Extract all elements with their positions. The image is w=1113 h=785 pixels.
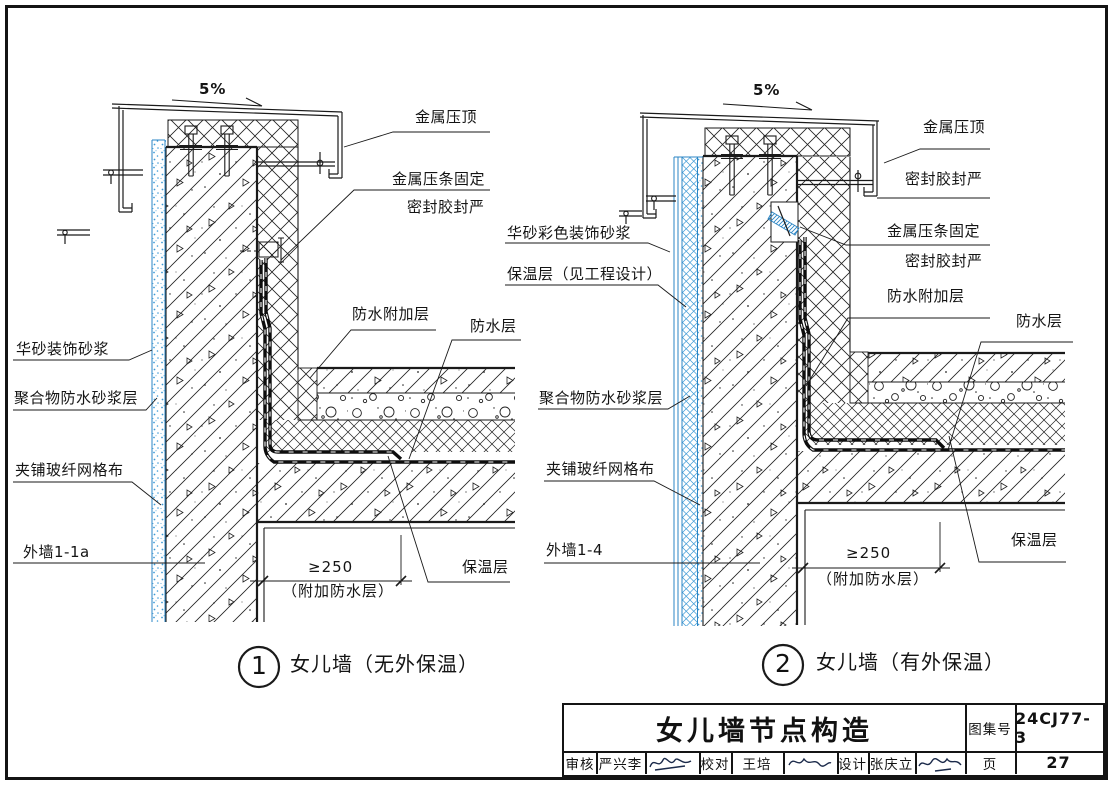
label-metal-coping-1: 金属压顶 <box>415 108 478 126</box>
label-wall-type-2: 外墙1-4 <box>546 541 603 559</box>
title-block-divider <box>965 705 967 774</box>
title-block-divider <box>699 751 701 774</box>
dimension-note-1: （附加防水层） <box>282 582 395 600</box>
signature-scribble <box>918 757 962 772</box>
label-sealant-1: 密封胶封严 <box>407 198 485 216</box>
label-polymer-mortar-1: 聚合物防水砂浆层 <box>14 389 139 407</box>
label-mesh-2: 夹铺玻纤网格布 <box>546 460 655 478</box>
slope-label-1: 5% <box>199 80 227 98</box>
proof-label: 校对 <box>700 756 730 773</box>
label-batten-fix-2: 金属压条固定 <box>887 222 981 240</box>
detail-caption-2: 女儿墙（有外保温） <box>816 650 1005 674</box>
designer-name: 张庆立 <box>869 756 914 773</box>
label-wp-additional-2: 防水附加层 <box>887 287 965 305</box>
signature-scribble <box>788 757 832 767</box>
label-waterproof-1: 防水层 <box>470 317 517 335</box>
sheet-title: 女儿墙节点构造 <box>656 715 873 747</box>
label-sealant-top-2: 密封胶封严 <box>905 170 983 188</box>
title-block-divider <box>915 751 917 774</box>
label-mortar-1: 华砂装饰砂浆 <box>16 340 110 358</box>
title-block-divider <box>783 751 785 774</box>
title-block-row-divider <box>564 751 1103 753</box>
label-batten-fix-1: 金属压条固定 <box>392 170 486 188</box>
label-polymer-mortar-2: 聚合物防水砂浆层 <box>539 389 664 407</box>
signature-scribble <box>649 757 692 771</box>
label-mesh-1: 夹铺玻纤网格布 <box>15 461 124 479</box>
auditor-name: 严兴李 <box>598 756 643 773</box>
auditor-signature <box>645 751 699 774</box>
detail-number-2: 2 <box>775 649 791 678</box>
detail-2-linework <box>505 101 1073 687</box>
sheet-border-frame <box>5 5 1108 780</box>
label-metal-coping-2: 金属压顶 <box>923 118 986 136</box>
label-wall-insulation-2: 保温层（见工程设计） <box>507 265 663 283</box>
title-block: 女儿墙节点构造 图集号 24CJ77-3 审核 严兴李 校对 王培 设计 张庆立… <box>562 703 1105 777</box>
dimension-value-2: ≥250 <box>846 544 892 562</box>
slope-label-2: 5% <box>753 81 781 99</box>
label-wp-additional-1: 防水附加层 <box>352 305 430 323</box>
title-block-divider <box>1015 705 1017 774</box>
label-waterproof-2: 防水层 <box>1016 312 1063 330</box>
detail-caption-1: 女儿墙（无外保温） <box>290 652 479 676</box>
title-block-divider <box>868 751 870 774</box>
title-block-divider <box>645 751 647 774</box>
title-block-divider <box>731 751 733 774</box>
label-insulation-2: 保温层 <box>1011 531 1058 549</box>
detail-1-linework <box>13 97 521 689</box>
proofreader-signature <box>783 751 837 774</box>
label-wall-type-1: 外墙1-1a <box>23 543 90 561</box>
atlas-number-value: 24CJ77-3 <box>1015 709 1091 747</box>
audit-label: 审核 <box>565 756 595 773</box>
title-block-divider <box>596 751 598 774</box>
title-block-divider <box>837 751 839 774</box>
page-label: 页 <box>982 756 998 773</box>
detail-number-1: 1 <box>251 651 267 680</box>
atlas-number-label: 图集号 <box>968 722 1012 738</box>
dimension-value-1: ≥250 <box>308 558 354 576</box>
design-label: 设计 <box>838 756 867 773</box>
dimension-note-2: （附加防水层） <box>817 570 930 588</box>
designer-signature <box>915 751 965 774</box>
proofreader-name: 王培 <box>742 756 772 773</box>
label-insulation-1: 保温层 <box>462 558 509 576</box>
page-number: 27 <box>1046 753 1071 772</box>
label-sealant-2: 密封胶封严 <box>905 252 983 270</box>
label-mortar-2: 华砂彩色装饰砂浆 <box>507 224 632 242</box>
